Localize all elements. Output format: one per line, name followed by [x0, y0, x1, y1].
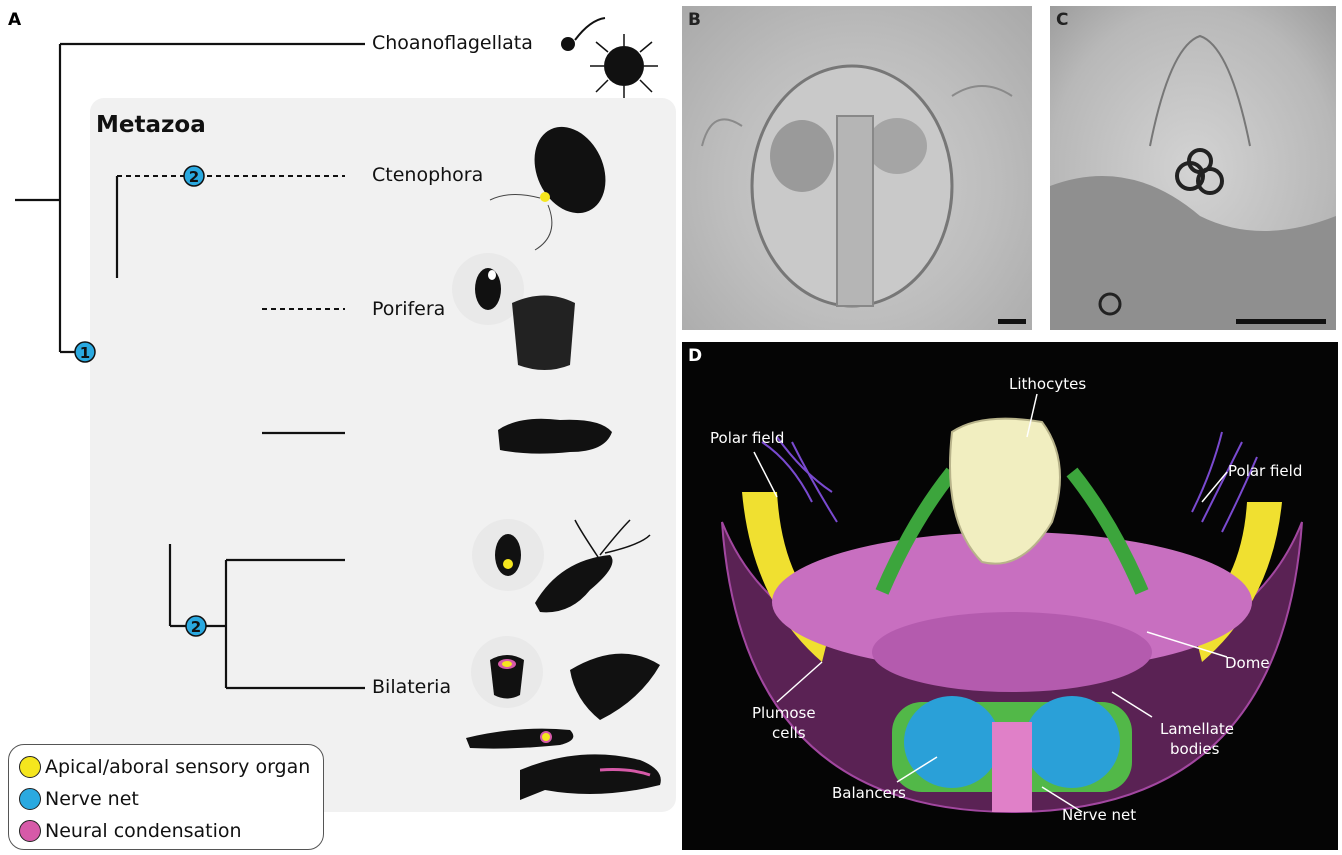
legend: Apical/aboral sensory organ Nerve net Ne… — [8, 744, 324, 850]
label-polar-field-right: Polar field — [1228, 462, 1302, 480]
ctenophore-larva-outline — [682, 6, 1032, 330]
aboral-organ-outline — [1050, 6, 1336, 330]
panel-b-letter: B — [688, 10, 701, 30]
legend-item-nerve-net: Nerve net — [19, 783, 323, 815]
organism-silhouettes — [0, 0, 680, 855]
legend-item-condensation: Neural condensation — [19, 815, 323, 847]
label-lamellate-line2: bodies — [1170, 740, 1219, 758]
worm-and-fish-silhouettes — [466, 729, 661, 800]
panel-d-reconstruction: D Lithocytes Polar field Polar field Dom… — [682, 342, 1338, 850]
panel-b-micrograph: B — [682, 6, 1032, 330]
label-plumose-line1: Plumose — [752, 704, 816, 722]
porifera-silhouette — [452, 253, 575, 370]
legend-item-apical: Apical/aboral sensory organ — [19, 751, 323, 783]
label-lithocytes: Lithocytes — [1009, 375, 1086, 393]
panel-a: A Metazoa 1 2 2 — [0, 0, 680, 855]
legend-swatch-yellow — [19, 756, 41, 778]
choanoflagellate-silhouette — [561, 18, 658, 98]
legend-swatch-pink — [19, 820, 41, 842]
ctenophore-silhouette — [490, 115, 619, 250]
legend-label-apical: Apical/aboral sensory organ — [45, 756, 310, 778]
label-plumose-line2: cells — [772, 724, 806, 742]
panel-c-micrograph: C — [1050, 6, 1336, 330]
cnidarian-silhouette — [472, 519, 650, 612]
label-polar-field-left: Polar field — [710, 429, 784, 447]
label-balancers: Balancers — [832, 784, 906, 802]
legend-swatch-blue — [19, 788, 41, 810]
label-lamellate-line1: Lamellate — [1160, 720, 1234, 738]
panel-c-letter: C — [1056, 10, 1068, 30]
panel-d-letter: D — [688, 346, 702, 366]
label-nerve-net: Nerve net — [1062, 806, 1136, 824]
legend-label-nerve-net: Nerve net — [45, 788, 139, 810]
placozoan-silhouette — [498, 419, 612, 454]
bilaterian-silhouettes — [471, 636, 660, 720]
aboral-organ-3d-model — [682, 342, 1338, 850]
label-dome: Dome — [1225, 654, 1270, 672]
legend-label-condensation: Neural condensation — [45, 820, 242, 842]
